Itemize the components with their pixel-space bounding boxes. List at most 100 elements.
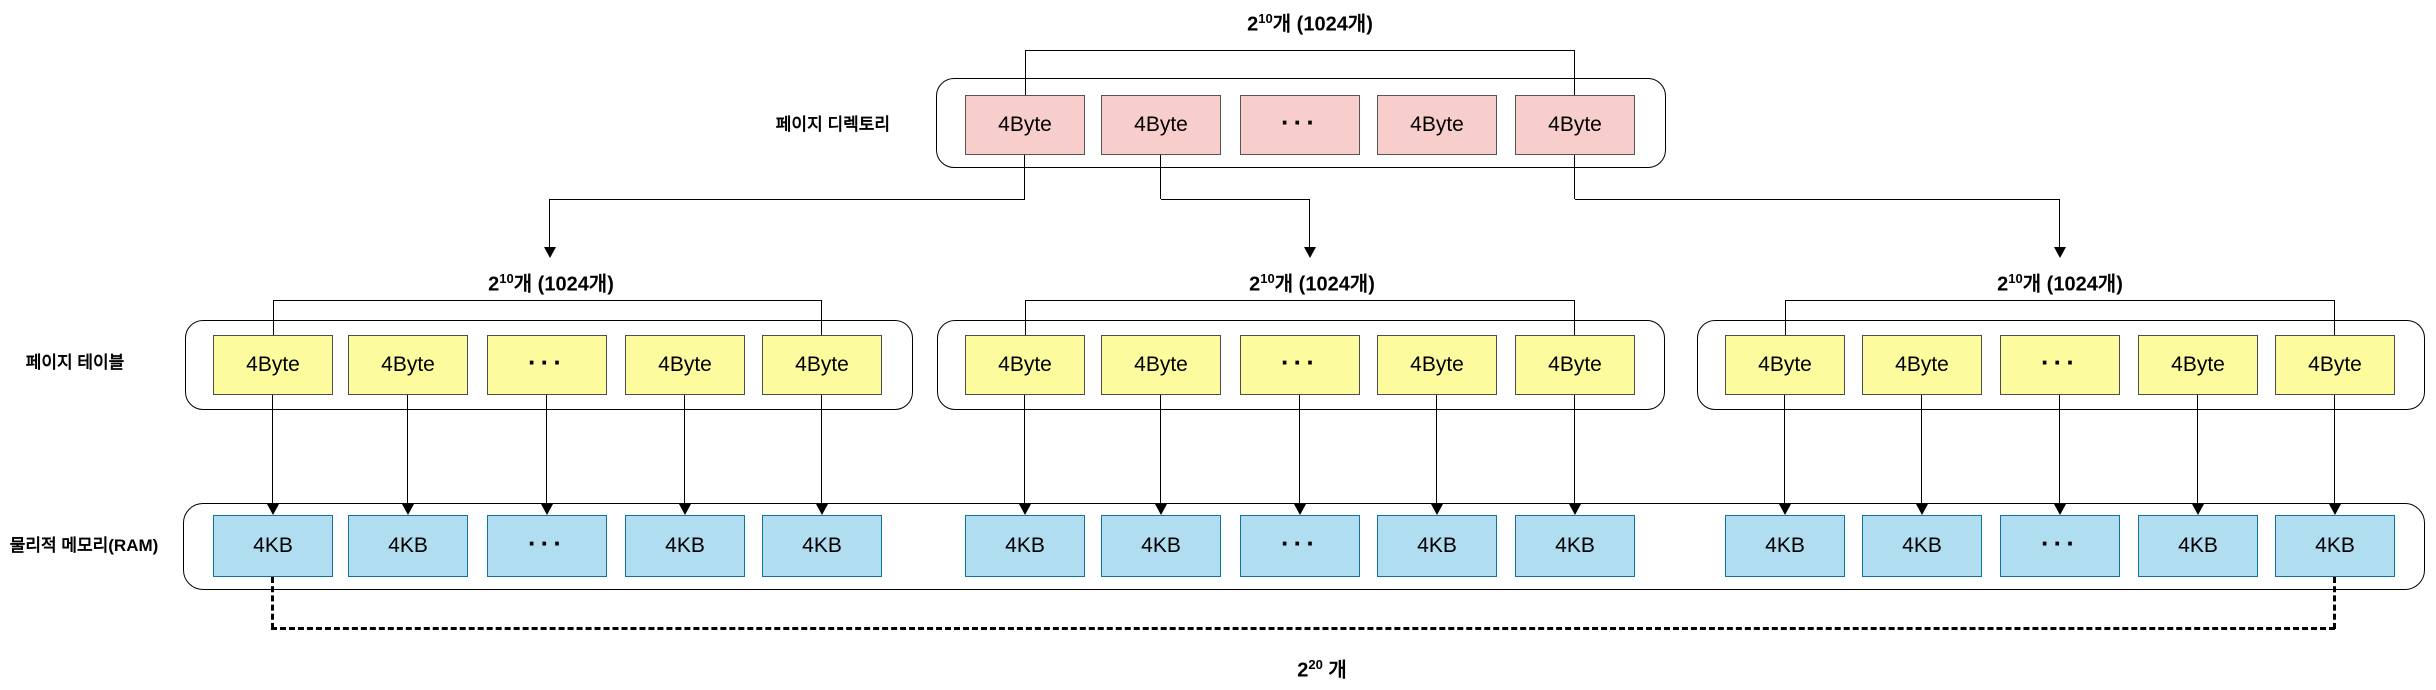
ram-frame-cell: 4KB xyxy=(1725,515,1845,577)
count-label-total-frames: 220 개 xyxy=(1172,652,1472,684)
ram-frame-cell: 4KB xyxy=(1515,515,1635,577)
ellipsis-cell: ··· xyxy=(487,515,607,577)
bracket-table-2-span xyxy=(1025,300,1575,335)
count-label-page-table-2: 210개 (1024개) xyxy=(1162,266,1462,298)
page-table-entry-cell: 4Byte xyxy=(1515,335,1635,395)
arrow-directory-to-table-1-head xyxy=(544,247,556,258)
arrow-table-to-frame-seg xyxy=(1436,395,1437,505)
arrow-directory-to-table-1-seg xyxy=(1024,155,1025,199)
count-base: 2 xyxy=(1249,273,1261,296)
count-suffix: 개 (1024개) xyxy=(1272,13,1373,36)
ellipsis-cell: ··· xyxy=(1240,515,1360,577)
count-label-page-table-3: 210개 (1024개) xyxy=(1910,266,2210,298)
arrow-table-to-frame-head xyxy=(1779,504,1791,515)
count-label-directory-entries: 210개 (1024개) xyxy=(1160,6,1460,38)
arrow-table-to-frame-seg xyxy=(546,395,547,505)
page-table-entry-cell: 4Byte xyxy=(762,335,882,395)
ram-frame-cell: 4KB xyxy=(1377,515,1497,577)
ram-frame-cell: 4KB xyxy=(348,515,468,577)
page-table-entry-cell: 4Byte xyxy=(965,335,1085,395)
count-exponent: 10 xyxy=(1260,271,1275,286)
page-directory-entry-cell: 4Byte xyxy=(1515,95,1635,155)
ellipsis-cell: ··· xyxy=(487,335,607,395)
count-base: 2 xyxy=(1247,13,1259,36)
physical-memory-container xyxy=(183,503,2425,590)
page-table-entry-cell: 4Byte xyxy=(625,335,745,395)
ram-frame-cell: 4KB xyxy=(213,515,333,577)
page-table-entry-cell: 4Byte xyxy=(1862,335,1982,395)
arrow-directory-to-table-2-head xyxy=(1304,247,1316,258)
bracket-table-3-span xyxy=(1785,300,2335,335)
label-physical-memory: 물리적 메모리(RAM) xyxy=(9,536,159,555)
page-table-container-2 xyxy=(937,320,1665,410)
arrow-table-to-frame-head xyxy=(541,504,553,515)
count-suffix: 개 (1024개) xyxy=(2022,273,2123,296)
arrow-directory-to-table-1-seg xyxy=(549,199,550,248)
count-base: 2 xyxy=(1297,659,1309,682)
count-exponent: 20 xyxy=(1308,657,1323,672)
page-table-container-1 xyxy=(185,320,913,410)
arrow-directory-to-table-2-seg xyxy=(1309,199,1310,248)
arrow-table-to-frame-seg xyxy=(1299,395,1300,505)
page-table-entry-cell: 4Byte xyxy=(1377,335,1497,395)
arrow-table-to-frame-head xyxy=(402,504,414,515)
count-suffix: 개 xyxy=(1322,659,1347,682)
page-directory-entry-cell: 4Byte xyxy=(1377,95,1497,155)
arrow-table-to-frame-seg xyxy=(821,395,822,505)
arrow-table-to-frame-head xyxy=(2054,504,2066,515)
arrow-table-to-frame-seg xyxy=(2334,395,2335,505)
count-suffix: 개 (1024개) xyxy=(1274,273,1375,296)
arrow-directory-to-table-3-seg xyxy=(1575,199,2060,200)
ram-frame-cell: 4KB xyxy=(2138,515,2258,577)
ram-frame-cell: 4KB xyxy=(965,515,1085,577)
page-table-entry-cell: 4Byte xyxy=(1101,335,1221,395)
count-base: 2 xyxy=(1997,273,2009,296)
dashed-total-bracket-left xyxy=(271,577,274,629)
arrow-table-to-frame-seg xyxy=(1160,395,1161,505)
page-table-container-3 xyxy=(1697,320,2425,410)
arrow-table-to-frame-seg xyxy=(1921,395,1922,505)
arrow-table-to-frame-seg xyxy=(1024,395,1025,505)
arrow-table-to-frame-seg xyxy=(2197,395,2198,505)
ellipsis-cell: ··· xyxy=(2000,515,2120,577)
ellipsis-cell: ··· xyxy=(1240,95,1360,155)
label-page-directory: 페이지 디렉토리 xyxy=(775,115,890,134)
dashed-total-bracket-bottom xyxy=(271,627,2335,630)
arrow-table-to-frame-seg xyxy=(407,395,408,505)
ram-frame-cell: 4KB xyxy=(1862,515,1982,577)
arrow-directory-to-table-1-seg xyxy=(550,199,1025,200)
arrow-directory-to-table-2-seg xyxy=(1160,155,1161,199)
ram-frame-cell: 4KB xyxy=(2275,515,2395,577)
count-exponent: 10 xyxy=(1258,11,1273,26)
arrow-table-to-frame-head xyxy=(2329,504,2341,515)
arrow-table-to-frame-head xyxy=(1155,504,1167,515)
arrow-table-to-frame-head xyxy=(1916,504,1928,515)
count-suffix: 개 (1024개) xyxy=(513,273,614,296)
arrow-table-to-frame-seg xyxy=(1784,395,1785,505)
arrow-table-to-frame-head xyxy=(267,504,279,515)
dashed-total-bracket-right xyxy=(2333,577,2336,629)
page-table-entry-cell: 4Byte xyxy=(348,335,468,395)
page-directory-entry-cell: 4Byte xyxy=(965,95,1085,155)
count-base: 2 xyxy=(488,273,500,296)
arrow-table-to-frame-head xyxy=(1019,504,1031,515)
arrow-directory-to-table-3-head xyxy=(2054,247,2066,258)
ram-frame-cell: 4KB xyxy=(1101,515,1221,577)
label-page-table: 페이지 테이블 xyxy=(25,353,125,372)
arrow-table-to-frame-head xyxy=(1294,504,1306,515)
arrow-directory-to-table-2-seg xyxy=(1161,199,1310,200)
arrow-table-to-frame-head xyxy=(2192,504,2204,515)
ram-frame-cell: 4KB xyxy=(625,515,745,577)
page-table-entry-cell: 4Byte xyxy=(2275,335,2395,395)
arrow-table-to-frame-seg xyxy=(2059,395,2060,505)
bracket-table-1-span xyxy=(273,300,822,335)
page-table-entry-cell: 4Byte xyxy=(2138,335,2258,395)
bracket-directory-span xyxy=(1025,50,1575,95)
count-label-page-table-1: 210개 (1024개) xyxy=(401,266,701,298)
page-directory-container xyxy=(936,78,1666,168)
page-directory-entry-cell: 4Byte xyxy=(1101,95,1221,155)
arrow-table-to-frame-seg xyxy=(1574,395,1575,505)
arrow-table-to-frame-head xyxy=(679,504,691,515)
arrow-table-to-frame-head xyxy=(1569,504,1581,515)
